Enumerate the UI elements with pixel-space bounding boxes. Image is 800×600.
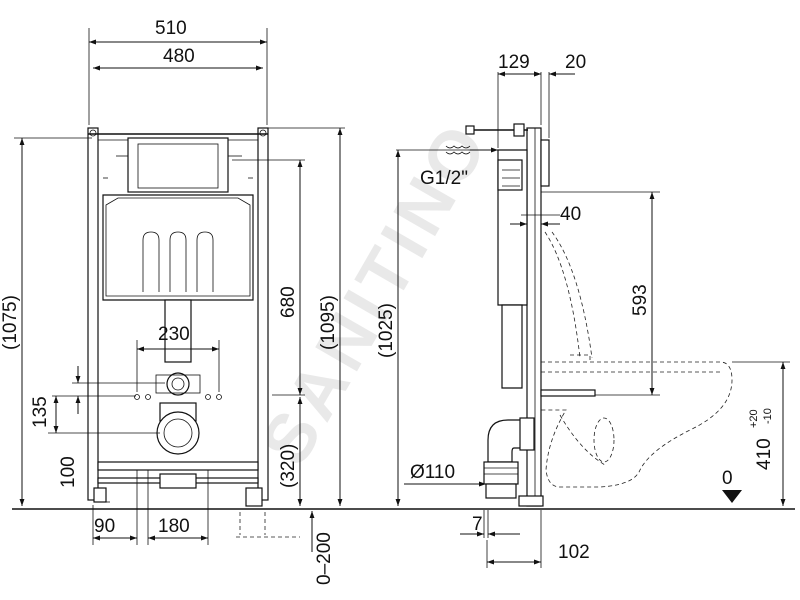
front-foot-left xyxy=(93,487,107,503)
front-frame-bottom-rail xyxy=(97,461,259,471)
dim-bowl-102: 102 xyxy=(558,542,590,563)
inlet-thread-label: G1/2" xyxy=(420,168,468,189)
dim-seat-height-410: 410 xyxy=(754,438,775,470)
dim-side-height-1025: (1025) xyxy=(376,303,397,358)
side-dimensions: 129 20 G1/2" 40 593 (1025) Ø110 7 xyxy=(376,52,790,568)
front-frame-left-post xyxy=(87,127,99,501)
dim-drain-7: 7 xyxy=(472,514,483,535)
dim-foot-adjust: 0–200 xyxy=(314,532,335,585)
dim-bolt-593: 593 xyxy=(630,284,651,316)
floor-level-label: 0 xyxy=(722,468,733,489)
flush-pipe xyxy=(164,299,192,363)
dim-spacing-230: 230 xyxy=(158,324,190,345)
dim-drain-110: Ø110 xyxy=(410,462,455,483)
dim-foot-180: 180 xyxy=(158,516,190,537)
front-frame-right-post xyxy=(257,127,269,501)
dim-fixing-135: 135 xyxy=(30,396,51,428)
front-foot-right xyxy=(245,487,263,507)
dim-seat-tol-minus: -10 xyxy=(762,408,774,424)
front-dimensions: 510 480 (1075) (1095) 680 (320) 230 135 xyxy=(0,18,345,585)
cistern-body xyxy=(102,194,254,301)
dim-side-depth-129: 129 xyxy=(498,52,530,73)
dim-front-height-1075: (1075) xyxy=(0,295,21,350)
dim-side-plate-20: 20 xyxy=(565,52,586,73)
toilet-bowl-outline xyxy=(541,361,733,488)
flush-outlet xyxy=(166,372,190,396)
side-flush-pipe xyxy=(501,304,523,389)
dim-cistern-height-680: 680 xyxy=(278,286,299,318)
dim-front-width-480: 480 xyxy=(163,46,195,67)
dim-front-height-1095: (1095) xyxy=(318,295,339,350)
side-actuator-plate xyxy=(540,139,550,187)
dim-seat-tol-plus: +20 xyxy=(748,409,760,428)
floor-level-marker xyxy=(722,490,742,503)
side-view xyxy=(465,123,733,507)
front-view xyxy=(87,127,300,538)
dim-front-width-510: 510 xyxy=(155,18,187,39)
dim-drain-height-320: (320) xyxy=(278,444,299,488)
dim-foot-90: 90 xyxy=(94,516,115,537)
flush-actuator-opening xyxy=(127,137,229,193)
dim-drain-100: 100 xyxy=(58,456,79,488)
dim-side-40: 40 xyxy=(560,204,581,225)
